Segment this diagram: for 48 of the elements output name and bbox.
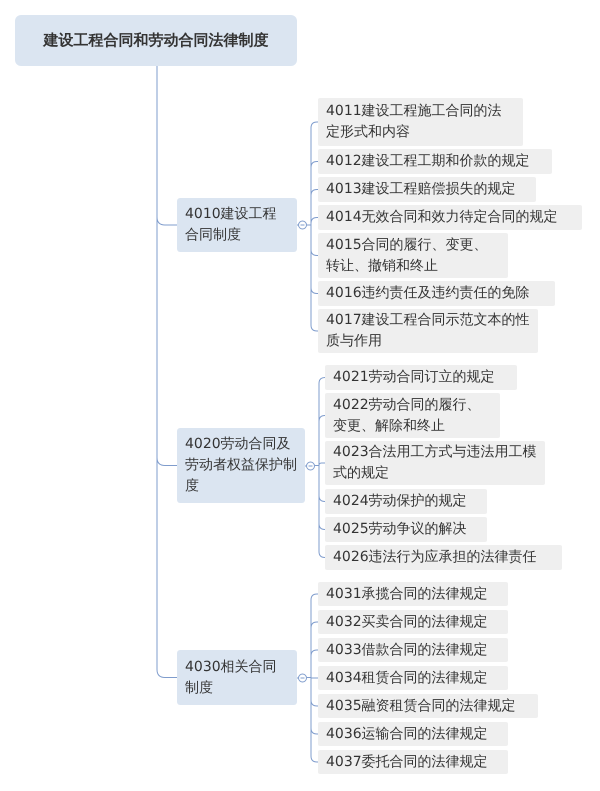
subtopic-box: 4023合法用工方式与违法用工模式的规定 — [325, 441, 545, 485]
connector-line — [310, 622, 318, 628]
connector-line — [156, 66, 158, 670]
connector-line — [310, 189, 318, 196]
connector-line — [318, 377, 326, 384]
connector-line — [306, 128, 312, 326]
connector-line — [310, 161, 318, 168]
subtopic-box: 4012建设工程工期和价款的规定 — [318, 149, 552, 174]
connector-line — [156, 216, 178, 226]
subtopic-box: 4021劳动合同订立的规定 — [325, 365, 517, 390]
subtopic-box: 4036运输合同的法律规定 — [318, 722, 508, 746]
connector-line — [156, 457, 178, 466]
connector-line — [310, 217, 318, 224]
subtopic-box: 4033借款合同的法律规定 — [318, 638, 508, 662]
subtopic-box: 4016违约责任及违约责任的免除 — [318, 281, 555, 306]
connector-line — [310, 650, 318, 656]
connector-line — [318, 462, 326, 466]
subtopic-box: 4037委托合同的法律规定 — [318, 750, 508, 774]
connector-line — [310, 594, 318, 600]
connector-line — [314, 383, 320, 552]
subtopic-box: 4024劳动保护的规定 — [325, 489, 487, 514]
subtopic-box: 4034租赁合同的法律规定 — [318, 666, 508, 690]
subtopic-box: 4017建设工程合同示范文本的性质与作用 — [318, 309, 538, 353]
subtopic-box: 4025劳动争议的解决 — [325, 517, 487, 542]
connector-line — [310, 756, 318, 762]
connector-line — [318, 551, 326, 558]
subtopic-box: 4011建设工程施工合同的法定形式和内容 — [318, 98, 523, 146]
subtopic-box: 4015合同的履行、变更、转让、撤销和终止 — [318, 233, 508, 278]
connector-line — [310, 249, 318, 256]
subtopic-box: 4032买卖合同的法律规定 — [318, 610, 508, 634]
connector-line — [310, 287, 318, 294]
subtopic-box: 4014无效合同和效力待定合同的规定 — [318, 205, 582, 230]
connector-line — [318, 415, 326, 422]
subtopic-box: 4013建设工程赔偿损失的规定 — [318, 177, 536, 202]
subtopic-box: 4026违法行为应承担的法律责任 — [325, 545, 562, 570]
subtopic-box: 4022劳动合同的履行、变更、解除和终止 — [325, 393, 500, 438]
connector-line — [310, 324, 318, 332]
title-box: 建设工程合同和劳动合同法律制度 — [15, 15, 297, 66]
subtopic-box: 4035融资租赁合同的法律规定 — [318, 694, 538, 718]
connector-line — [306, 600, 312, 756]
connector-line — [156, 669, 178, 678]
subtopic-box: 4031承揽合同的法律规定 — [318, 582, 508, 606]
connector-line — [310, 122, 318, 128]
connector-line — [310, 677, 318, 678]
connector-line — [310, 728, 318, 734]
connector-line — [318, 523, 326, 530]
connector-line — [318, 495, 326, 502]
connector-line — [310, 700, 318, 706]
